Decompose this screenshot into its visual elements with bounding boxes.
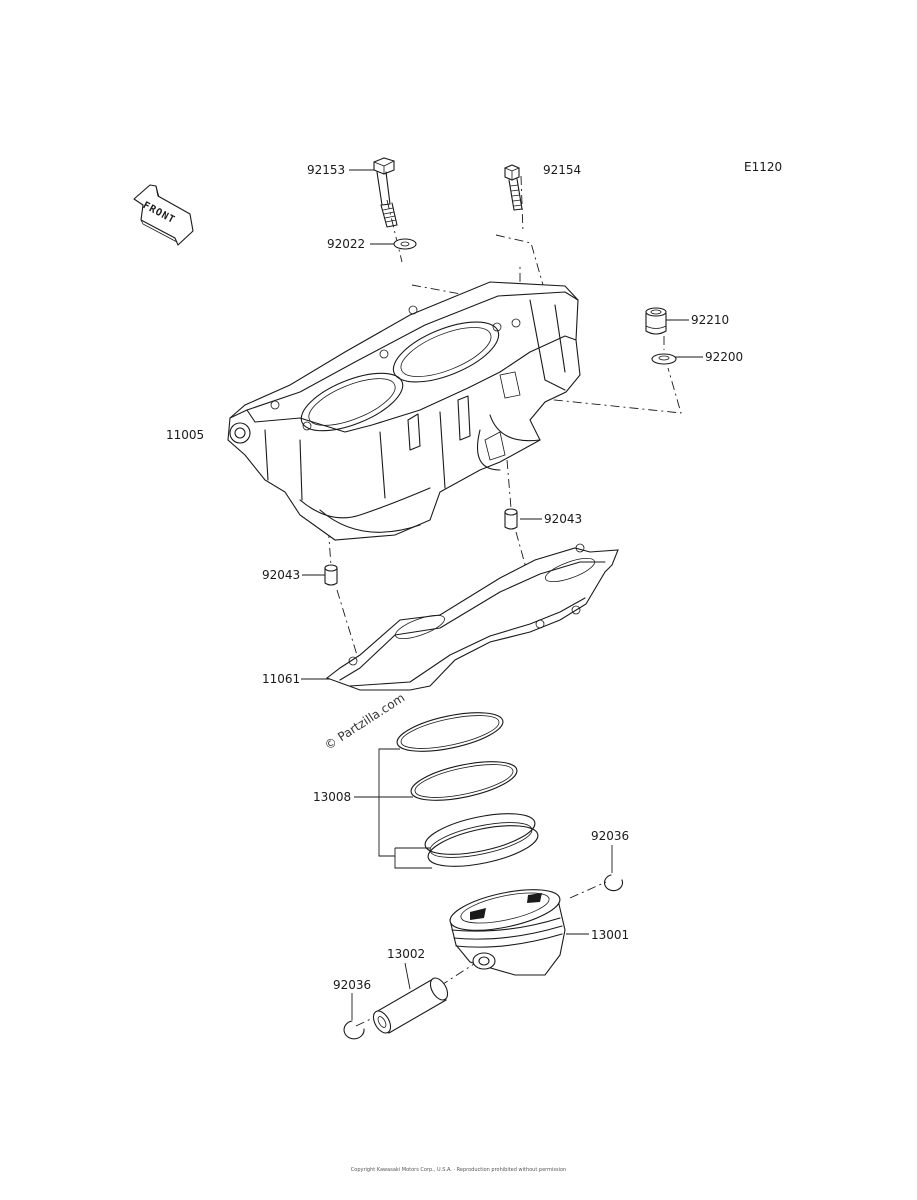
diagram-code: E1120: [744, 160, 783, 174]
callout-collar: 92210: [691, 313, 730, 327]
callout-dowel-right: 92043: [544, 512, 583, 526]
piston-pin-clip-right: [603, 874, 624, 892]
washer-right: [651, 353, 677, 365]
callout-circlip-right: 92036: [591, 829, 630, 843]
piston-ring-set: [396, 712, 539, 867]
cylinder-block: [227, 281, 581, 541]
oil-collar: [645, 307, 667, 335]
leader-lines: [301, 169, 703, 1027]
copyright-footer: Copyright Kawasaki Motors Corp., U.S.A. …: [350, 1167, 567, 1173]
cylinder-bolt-right: [504, 164, 523, 211]
callout-ring-set: 13008: [313, 790, 352, 804]
piston-pin: [372, 977, 449, 1034]
callout-bolt-right: 92154: [543, 163, 582, 177]
callout-piston: 13001: [591, 928, 630, 942]
callout-cylinder: 11005: [166, 428, 205, 442]
piston-pin-clip-left: [343, 1020, 365, 1040]
cylinder-bolt-left: [373, 157, 398, 228]
dowel-pin-left: [324, 564, 338, 586]
washer-small: [393, 238, 417, 250]
callout-bolt-left: 92153: [307, 163, 346, 177]
cylinder-base-gasket: [325, 543, 619, 691]
piston: [449, 889, 566, 976]
callout-washer-small: 92022: [327, 237, 366, 251]
callout-dowel-left: 92043: [262, 568, 301, 582]
callout-piston-pin: 13002: [387, 947, 426, 961]
callout-gasket: 11061: [262, 672, 301, 686]
dowel-pin-right: [504, 508, 518, 530]
callout-washer-right: 92200: [705, 350, 744, 364]
callout-circlip-left: 92036: [333, 978, 372, 992]
front-arrow-icon: [133, 184, 194, 246]
